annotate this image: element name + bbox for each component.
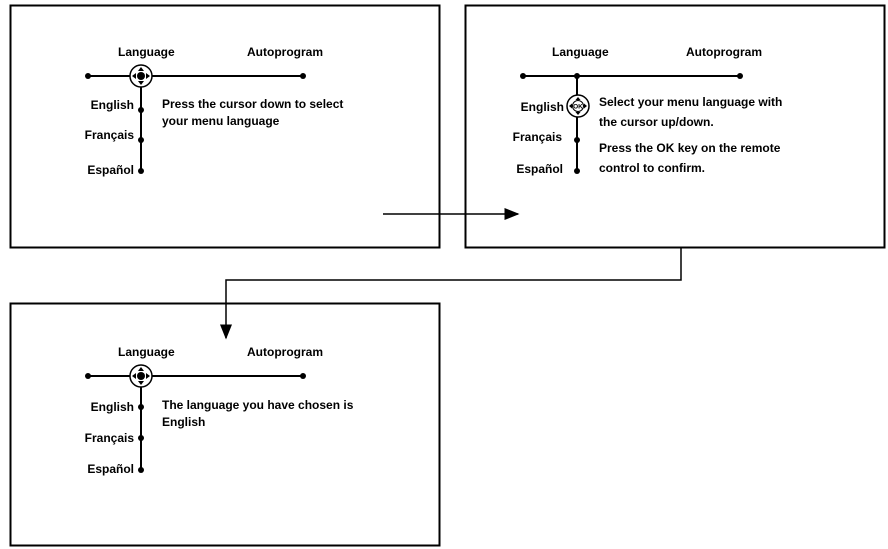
option-english: English bbox=[521, 100, 564, 114]
option-dot bbox=[138, 435, 144, 441]
instruction-line: The language you have chosen is bbox=[162, 398, 354, 412]
option-espanol: Español bbox=[516, 162, 563, 176]
menu-item-autoprogram: Autoprogram bbox=[247, 345, 323, 359]
screen-frame bbox=[464, 4, 886, 249]
option-dot bbox=[574, 137, 580, 143]
instruction-line: the cursor up/down. bbox=[599, 115, 714, 129]
menu-bar-dot-right bbox=[300, 73, 306, 79]
flow-arrow-2-to-3 bbox=[220, 248, 682, 340]
menu-title: Language bbox=[552, 45, 609, 59]
menu-title: Language bbox=[118, 345, 175, 359]
instruction-line: control to confirm. bbox=[599, 161, 705, 175]
screen-frame bbox=[9, 4, 441, 249]
ok-cursor-icon: OK bbox=[566, 94, 590, 118]
option-francais: Français bbox=[513, 130, 563, 144]
option-english: English bbox=[91, 98, 134, 112]
option-dot bbox=[138, 404, 144, 410]
option-dot bbox=[138, 467, 144, 473]
menu-bar-dot-right bbox=[737, 73, 743, 79]
instruction-line: your menu language bbox=[162, 114, 280, 128]
panel-2: OK Language Autoprogram English Français… bbox=[464, 4, 886, 249]
option-dot bbox=[138, 137, 144, 143]
option-dot bbox=[574, 168, 580, 174]
instruction-line: Select your menu language with bbox=[599, 95, 782, 109]
cursor-icon bbox=[129, 64, 153, 88]
cursor-icon bbox=[129, 364, 153, 388]
instruction-line: Press the OK key on the remote bbox=[599, 141, 781, 155]
menu-item-autoprogram: Autoprogram bbox=[247, 45, 323, 59]
ok-label: OK bbox=[573, 104, 583, 111]
menu-bar-dot-left bbox=[85, 373, 91, 379]
screen-frame bbox=[9, 302, 441, 547]
menu-bar-dot-left bbox=[85, 73, 91, 79]
menu-bar-dot-left bbox=[520, 73, 526, 79]
menu-bar-dot-right bbox=[300, 373, 306, 379]
menu-item-autoprogram: Autoprogram bbox=[686, 45, 762, 59]
option-espanol: Español bbox=[87, 462, 134, 476]
instruction-line: English bbox=[162, 415, 205, 429]
menu-title: Language bbox=[118, 45, 175, 59]
option-espanol: Español bbox=[87, 163, 134, 177]
instruction-line: Press the cursor down to select bbox=[162, 97, 343, 111]
panel-3: Language Autoprogram English Français Es… bbox=[9, 302, 441, 547]
option-dot bbox=[138, 168, 144, 174]
option-english: English bbox=[91, 400, 134, 414]
panel-1: Language Autoprogram English Français Es… bbox=[9, 4, 441, 249]
option-francais: Français bbox=[85, 128, 135, 142]
option-francais: Français bbox=[85, 431, 135, 445]
option-dot bbox=[138, 107, 144, 113]
